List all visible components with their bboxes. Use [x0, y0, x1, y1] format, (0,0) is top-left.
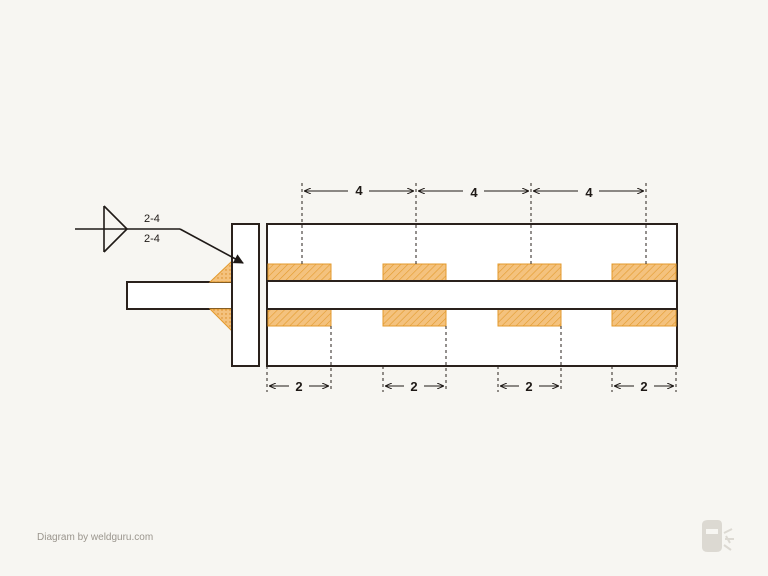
fillet-weld-lower	[208, 308, 233, 333]
pitch-label: 4	[585, 185, 593, 200]
weld-symbol	[75, 205, 244, 264]
weld-segment	[382, 263, 447, 282]
weld-segment	[382, 308, 447, 327]
weld-segment	[497, 308, 562, 327]
fillet-weld-upper	[208, 259, 233, 283]
symbol-arrow-side: 2-4	[144, 213, 160, 225]
pitch-label: 4	[355, 183, 363, 198]
welding-helmet-icon	[702, 520, 734, 552]
weld-row-bottom	[267, 308, 677, 327]
weld-segment	[267, 308, 332, 327]
stub-bar	[126, 281, 234, 310]
end-plate	[231, 223, 260, 367]
pitch-label: 4	[470, 185, 478, 200]
leader-arrow	[179, 228, 244, 264]
length-label: 2	[295, 379, 302, 394]
weld-segment	[267, 263, 332, 282]
length-label: 2	[410, 379, 417, 394]
center-bar	[266, 280, 678, 310]
length-extension-lines	[266, 326, 677, 392]
weld-segment	[497, 263, 562, 282]
weld-segment	[611, 263, 677, 282]
tail-icon	[103, 205, 129, 253]
credit-text: Diagram by weldguru.com	[37, 532, 154, 543]
weld-row-top	[267, 263, 677, 282]
length-label: 2	[525, 379, 532, 394]
pitch-extension-lines	[301, 183, 647, 264]
symbol-other-side: 2-4	[144, 233, 160, 245]
length-label: 2	[640, 379, 647, 394]
weld-segment	[611, 308, 677, 327]
